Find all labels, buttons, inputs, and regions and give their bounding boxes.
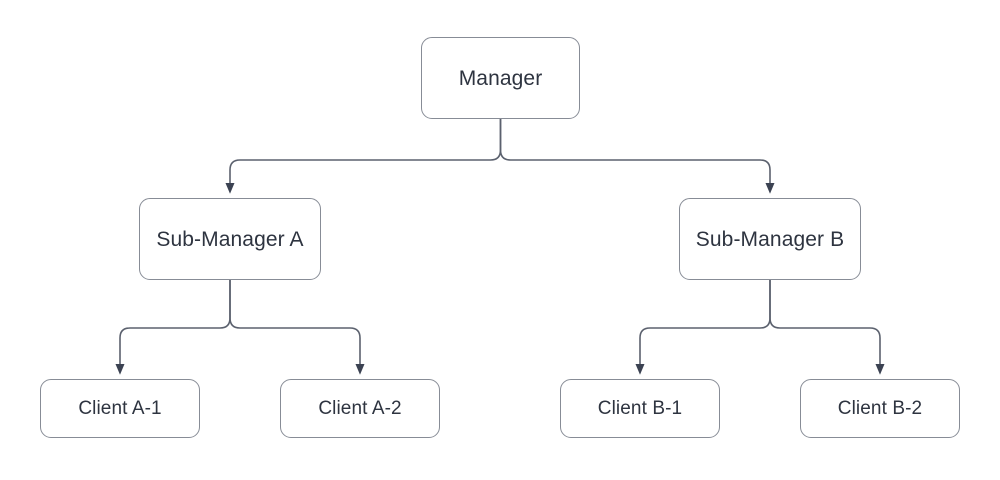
node-sub-manager-a[interactable]: Sub-Manager A bbox=[139, 198, 321, 280]
edge-manager-to-sub-manager-b bbox=[499, 119, 775, 194]
node-client-a-2-label: Client A-2 bbox=[318, 398, 402, 419]
edge-sub-manager-a-to-client-a-1 bbox=[115, 280, 231, 375]
node-sub-manager-a-label: Sub-Manager A bbox=[156, 227, 304, 251]
node-client-a-2[interactable]: Client A-2 bbox=[280, 379, 440, 438]
node-client-a-1-label: Client A-1 bbox=[78, 398, 162, 419]
node-manager-label: Manager bbox=[458, 66, 543, 90]
node-client-a-1[interactable]: Client A-1 bbox=[40, 379, 200, 438]
node-client-b-1-label: Client B-1 bbox=[597, 398, 683, 419]
edge-manager-to-sub-manager-a bbox=[225, 119, 502, 194]
node-manager[interactable]: Manager bbox=[421, 37, 580, 119]
edge-sub-manager-a-to-client-a-2 bbox=[229, 280, 365, 375]
node-sub-manager-b-label: Sub-Manager B bbox=[695, 227, 845, 251]
node-client-b-2[interactable]: Client B-2 bbox=[800, 379, 960, 438]
edge-sub-manager-b-to-client-b-2 bbox=[769, 280, 885, 375]
node-client-b-2-label: Client B-2 bbox=[837, 398, 923, 419]
edge-sub-manager-b-to-client-b-1 bbox=[635, 280, 771, 375]
node-sub-manager-b[interactable]: Sub-Manager B bbox=[679, 198, 861, 280]
node-client-b-1[interactable]: Client B-1 bbox=[560, 379, 720, 438]
